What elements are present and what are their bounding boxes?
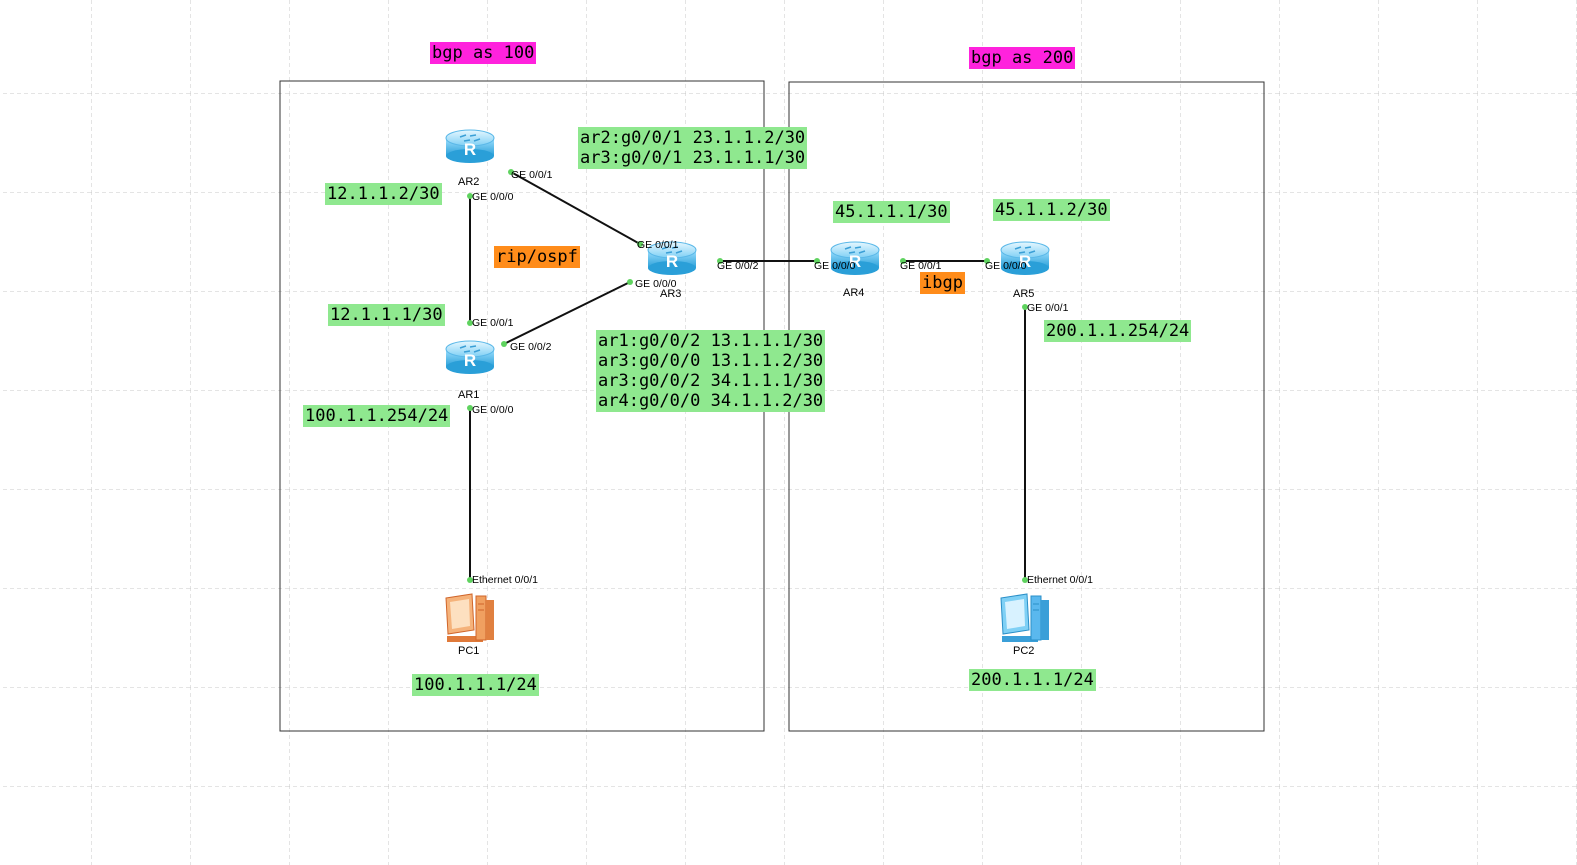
- port-dot: [717, 258, 723, 264]
- rip-ospf-label: rip/ospf: [494, 246, 580, 268]
- as100-title: bgp as 100: [430, 42, 537, 64]
- ar4-name: AR4: [843, 287, 865, 299]
- ar5-ip-label: 45.1.1.2/30: [993, 199, 1110, 221]
- pc1-name: PC1: [458, 645, 480, 657]
- port-dot: [637, 241, 643, 247]
- ar1-lan-label: 100.1.1.254/24: [303, 405, 451, 427]
- port-dot: [984, 258, 990, 264]
- port-dot: [900, 258, 906, 264]
- ar1-port-ge002: GE 0/0/2: [510, 341, 552, 353]
- port-dot: [627, 279, 633, 285]
- ar4-port-ge000: GE 0/0/0: [814, 260, 856, 272]
- block-line-2: ar3:g0/0/0 13.1.1.2/30: [598, 351, 824, 371]
- pc2-icon[interactable]: [1000, 593, 1049, 642]
- ar3-port-ge002: GE 0/0/2: [717, 260, 759, 272]
- ar23-line-1: ar2:g0/0/1 23.1.1.2/30: [580, 128, 806, 148]
- ibgp-label: ibgp: [920, 272, 965, 294]
- ar2-ip-label: 12.1.1.2/30: [325, 183, 442, 205]
- port-dot: [467, 405, 473, 411]
- port-dot: [467, 577, 473, 583]
- ar4-ip-label: 45.1.1.1/30: [833, 201, 950, 223]
- ar1-name: AR1: [458, 389, 480, 401]
- pc1-icon[interactable]: [445, 593, 494, 642]
- ar5-name: AR5: [1013, 288, 1035, 300]
- as200-title: bgp as 200: [969, 47, 1076, 69]
- ar3-name: AR3: [660, 288, 682, 300]
- ar2-port-ge000: GE 0/0/0: [472, 191, 514, 203]
- ar3-port-ge001: GE 0/0/1: [637, 239, 679, 251]
- pc2-port-eth: Ethernet 0/0/1: [1027, 574, 1093, 586]
- ar23-line-2: ar3:g0/0/1 23.1.1.1/30: [580, 148, 806, 168]
- link-ar2-ar3: [510, 171, 641, 245]
- port-dot: [467, 320, 473, 326]
- pc2-name: PC2: [1013, 645, 1035, 657]
- port-dot: [814, 258, 820, 264]
- port-dot: [1022, 577, 1028, 583]
- ar5-lan-label: 200.1.1.254/24: [1044, 320, 1192, 342]
- link-ar1-ar3: [503, 281, 631, 345]
- ar5-port-ge001: GE 0/0/1: [1027, 302, 1069, 314]
- block-line-3: ar3:g0/0/2 34.1.1.1/30: [598, 371, 824, 391]
- port-dot: [501, 341, 507, 347]
- pc2-ip-label: 200.1.1.1/24: [969, 669, 1096, 691]
- ar3-port-ge000: GE 0/0/0: [635, 278, 677, 290]
- port-dot: [467, 193, 473, 199]
- port-dot: [508, 169, 514, 175]
- ar1-port-ge000: GE 0/0/0: [472, 404, 514, 416]
- pc1-port-eth: Ethernet 0/0/1: [472, 574, 538, 586]
- ar2-name: AR2: [458, 176, 480, 188]
- port-dot: [1022, 304, 1028, 310]
- router-ar1-icon[interactable]: [445, 340, 495, 375]
- ar4-port-ge001: GE 0/0/1: [900, 260, 942, 272]
- pc1-ip-label: 100.1.1.1/24: [412, 674, 539, 696]
- block-line-1: ar1:g0/0/2 13.1.1.1/30: [598, 331, 824, 351]
- ar1-ip-to-ar2-label: 12.1.1.1/30: [328, 304, 445, 326]
- ar1-port-ge001: GE 0/0/1: [472, 317, 514, 329]
- router-ar2-icon[interactable]: [445, 129, 495, 164]
- ar2-port-ge001: GE 0/0/1: [511, 169, 553, 181]
- ar5-port-ge000: GE 0/0/0: [985, 260, 1027, 272]
- block-line-4: ar4:g0/0/0 34.1.1.2/30: [598, 391, 824, 411]
